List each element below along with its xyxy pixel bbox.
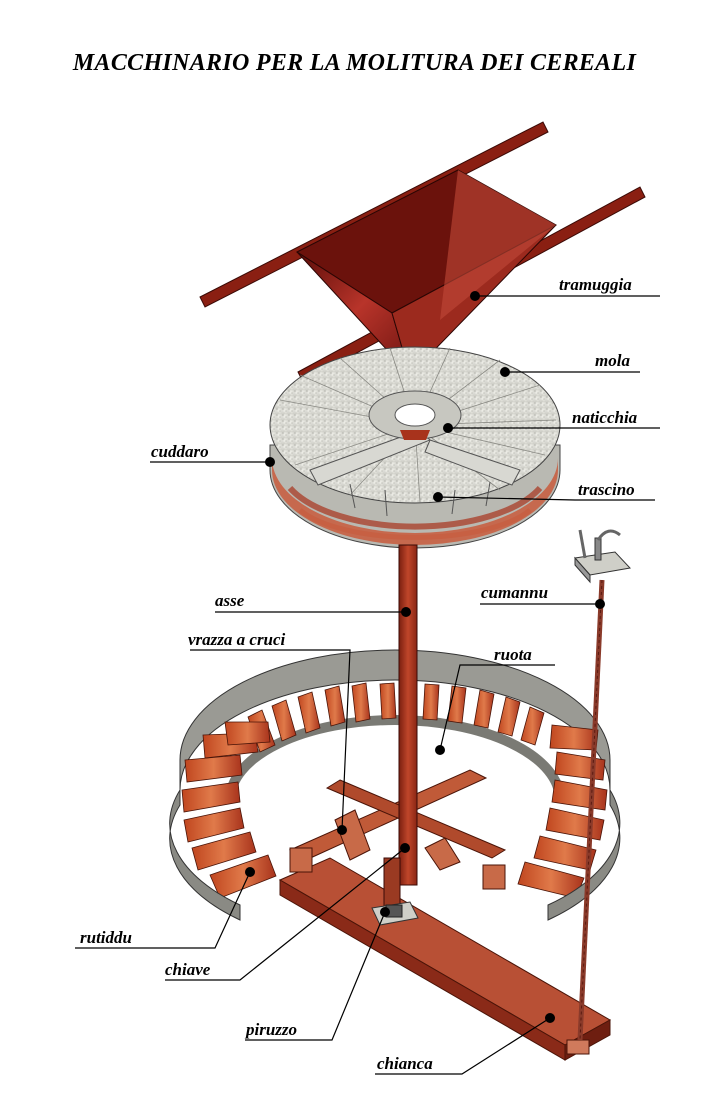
label-rutiddu: rutiddu	[80, 928, 132, 947]
label-chianca: chianca	[377, 1054, 433, 1073]
label-piruzzo: piruzzo	[246, 1020, 298, 1039]
base-plank	[278, 857, 612, 1061]
dot-asse	[401, 607, 411, 617]
dot-chianca	[545, 1013, 555, 1023]
hopper	[199, 121, 646, 385]
control-rod	[574, 529, 631, 1041]
dot-tramuggia	[470, 291, 480, 301]
dot-trascino	[433, 492, 443, 502]
label-tramuggia: tramuggia	[559, 275, 632, 294]
label-chiave: chiave	[165, 960, 211, 979]
leader-dots	[245, 291, 605, 1023]
dot-cuddaro	[265, 457, 275, 467]
label-naticchia: naticchia	[572, 408, 638, 427]
dot-chiave	[400, 843, 410, 853]
label-asse: asse	[215, 591, 245, 610]
dot-ruota	[435, 745, 445, 755]
label-vrazza-a-cruci: vrazza a cruci	[188, 630, 286, 649]
dot-naticchia	[443, 423, 453, 433]
dot-vrazza	[337, 825, 347, 835]
millstone	[269, 346, 561, 549]
dot-rutiddu	[245, 867, 255, 877]
shaft	[371, 544, 419, 926]
dot-mola	[500, 367, 510, 377]
label-cuddaro: cuddaro	[151, 442, 209, 461]
dot-piruzzo	[380, 907, 390, 917]
label-mola: mola	[595, 351, 630, 370]
label-trascino: trascino	[578, 480, 635, 499]
dot-cumannu	[595, 599, 605, 609]
page-title: MACCHINARIO PER LA MOLITURA DEI CEREALI	[72, 50, 637, 76]
label-ruota: ruota	[494, 645, 532, 664]
leader-lines	[75, 295, 660, 1075]
label-cumannu: cumannu	[481, 583, 549, 602]
